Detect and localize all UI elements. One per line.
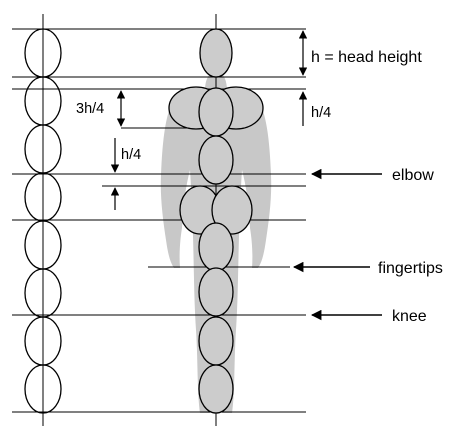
quarter-left-label: h/4 [121,147,141,163]
quarter-right-label: h/4 [311,105,331,121]
pointer-arrows [292,168,382,321]
three-quarter-label: 3h/4 [76,101,104,117]
head-height-label: h = head height [311,49,422,66]
head-oval [199,28,233,78]
knee-label: knee [392,308,427,325]
elbow-label: elbow [392,167,434,184]
left-head-unit-scale [24,28,62,414]
body-ovals [168,28,264,414]
right-hip-oval [211,185,253,235]
horizontal-guide-lines [12,28,306,413]
fingertips-label: fingertips [378,260,443,277]
